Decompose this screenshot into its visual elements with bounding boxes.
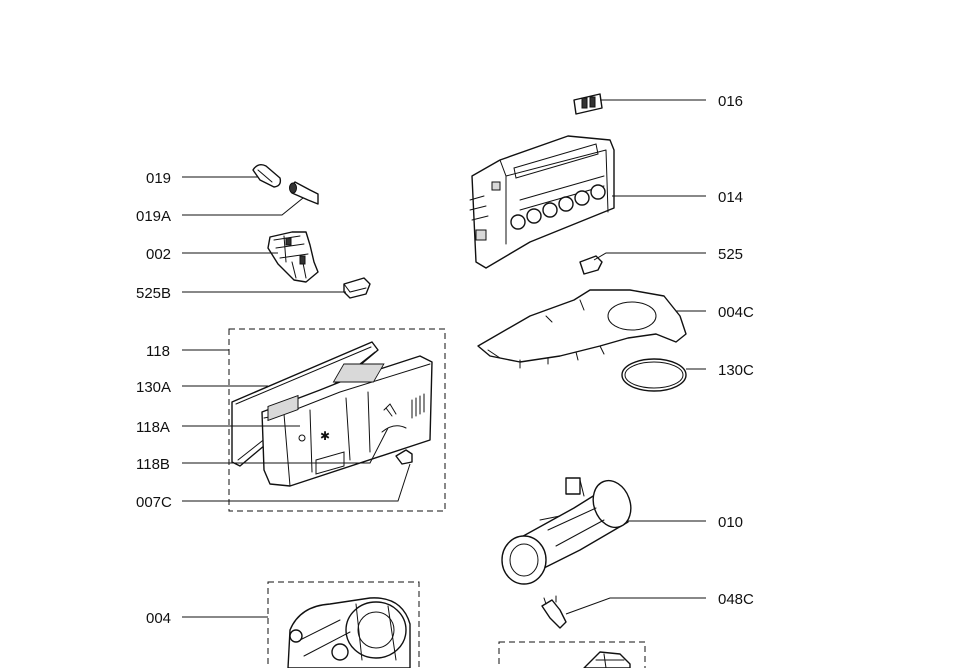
part-014 — [469, 135, 615, 269]
callout-118: 118 — [146, 343, 170, 360]
part-130C — [621, 358, 687, 392]
callout-016: 016 — [718, 93, 743, 110]
leader-118B — [182, 427, 389, 464]
group-box-118 — [228, 328, 446, 512]
callout-525B: 525B — [136, 285, 171, 302]
part-525B — [343, 277, 371, 299]
leader-007C — [182, 463, 411, 502]
part-118A: ✱ — [261, 355, 433, 487]
part-002 — [267, 231, 319, 283]
part-048C — [541, 595, 567, 629]
group-box-004 — [267, 581, 420, 668]
part-019 — [252, 163, 282, 188]
group-box-bottom-right — [498, 641, 646, 668]
part-bottom-right — [583, 651, 631, 668]
callout-019: 019 — [146, 170, 171, 187]
callout-010: 010 — [718, 514, 743, 531]
snowflake-icon: ✱ — [320, 429, 330, 443]
part-016 — [573, 93, 603, 115]
callout-118A: 118A — [136, 419, 170, 436]
callout-004C: 004C — [718, 304, 754, 321]
leader-019A — [182, 197, 304, 216]
callout-002: 002 — [146, 246, 171, 263]
part-010 — [501, 477, 632, 585]
leader-525 — [593, 252, 706, 261]
part-004 — [287, 597, 411, 668]
callout-004: 004 — [146, 610, 171, 627]
part-525 — [579, 255, 603, 275]
part-019A — [289, 181, 319, 205]
callout-130A: 130A — [136, 379, 171, 396]
callout-525: 525 — [718, 246, 743, 263]
part-007C — [395, 449, 413, 465]
callout-130C: 130C — [718, 362, 754, 379]
callout-019A: 019A — [136, 208, 171, 225]
callout-014: 014 — [718, 189, 743, 206]
callout-048C: 048C — [718, 591, 754, 608]
callout-118B: 118B — [136, 456, 170, 473]
callout-007C: 007C — [136, 494, 172, 511]
part-004C — [477, 289, 687, 369]
leader-048C — [565, 597, 706, 615]
